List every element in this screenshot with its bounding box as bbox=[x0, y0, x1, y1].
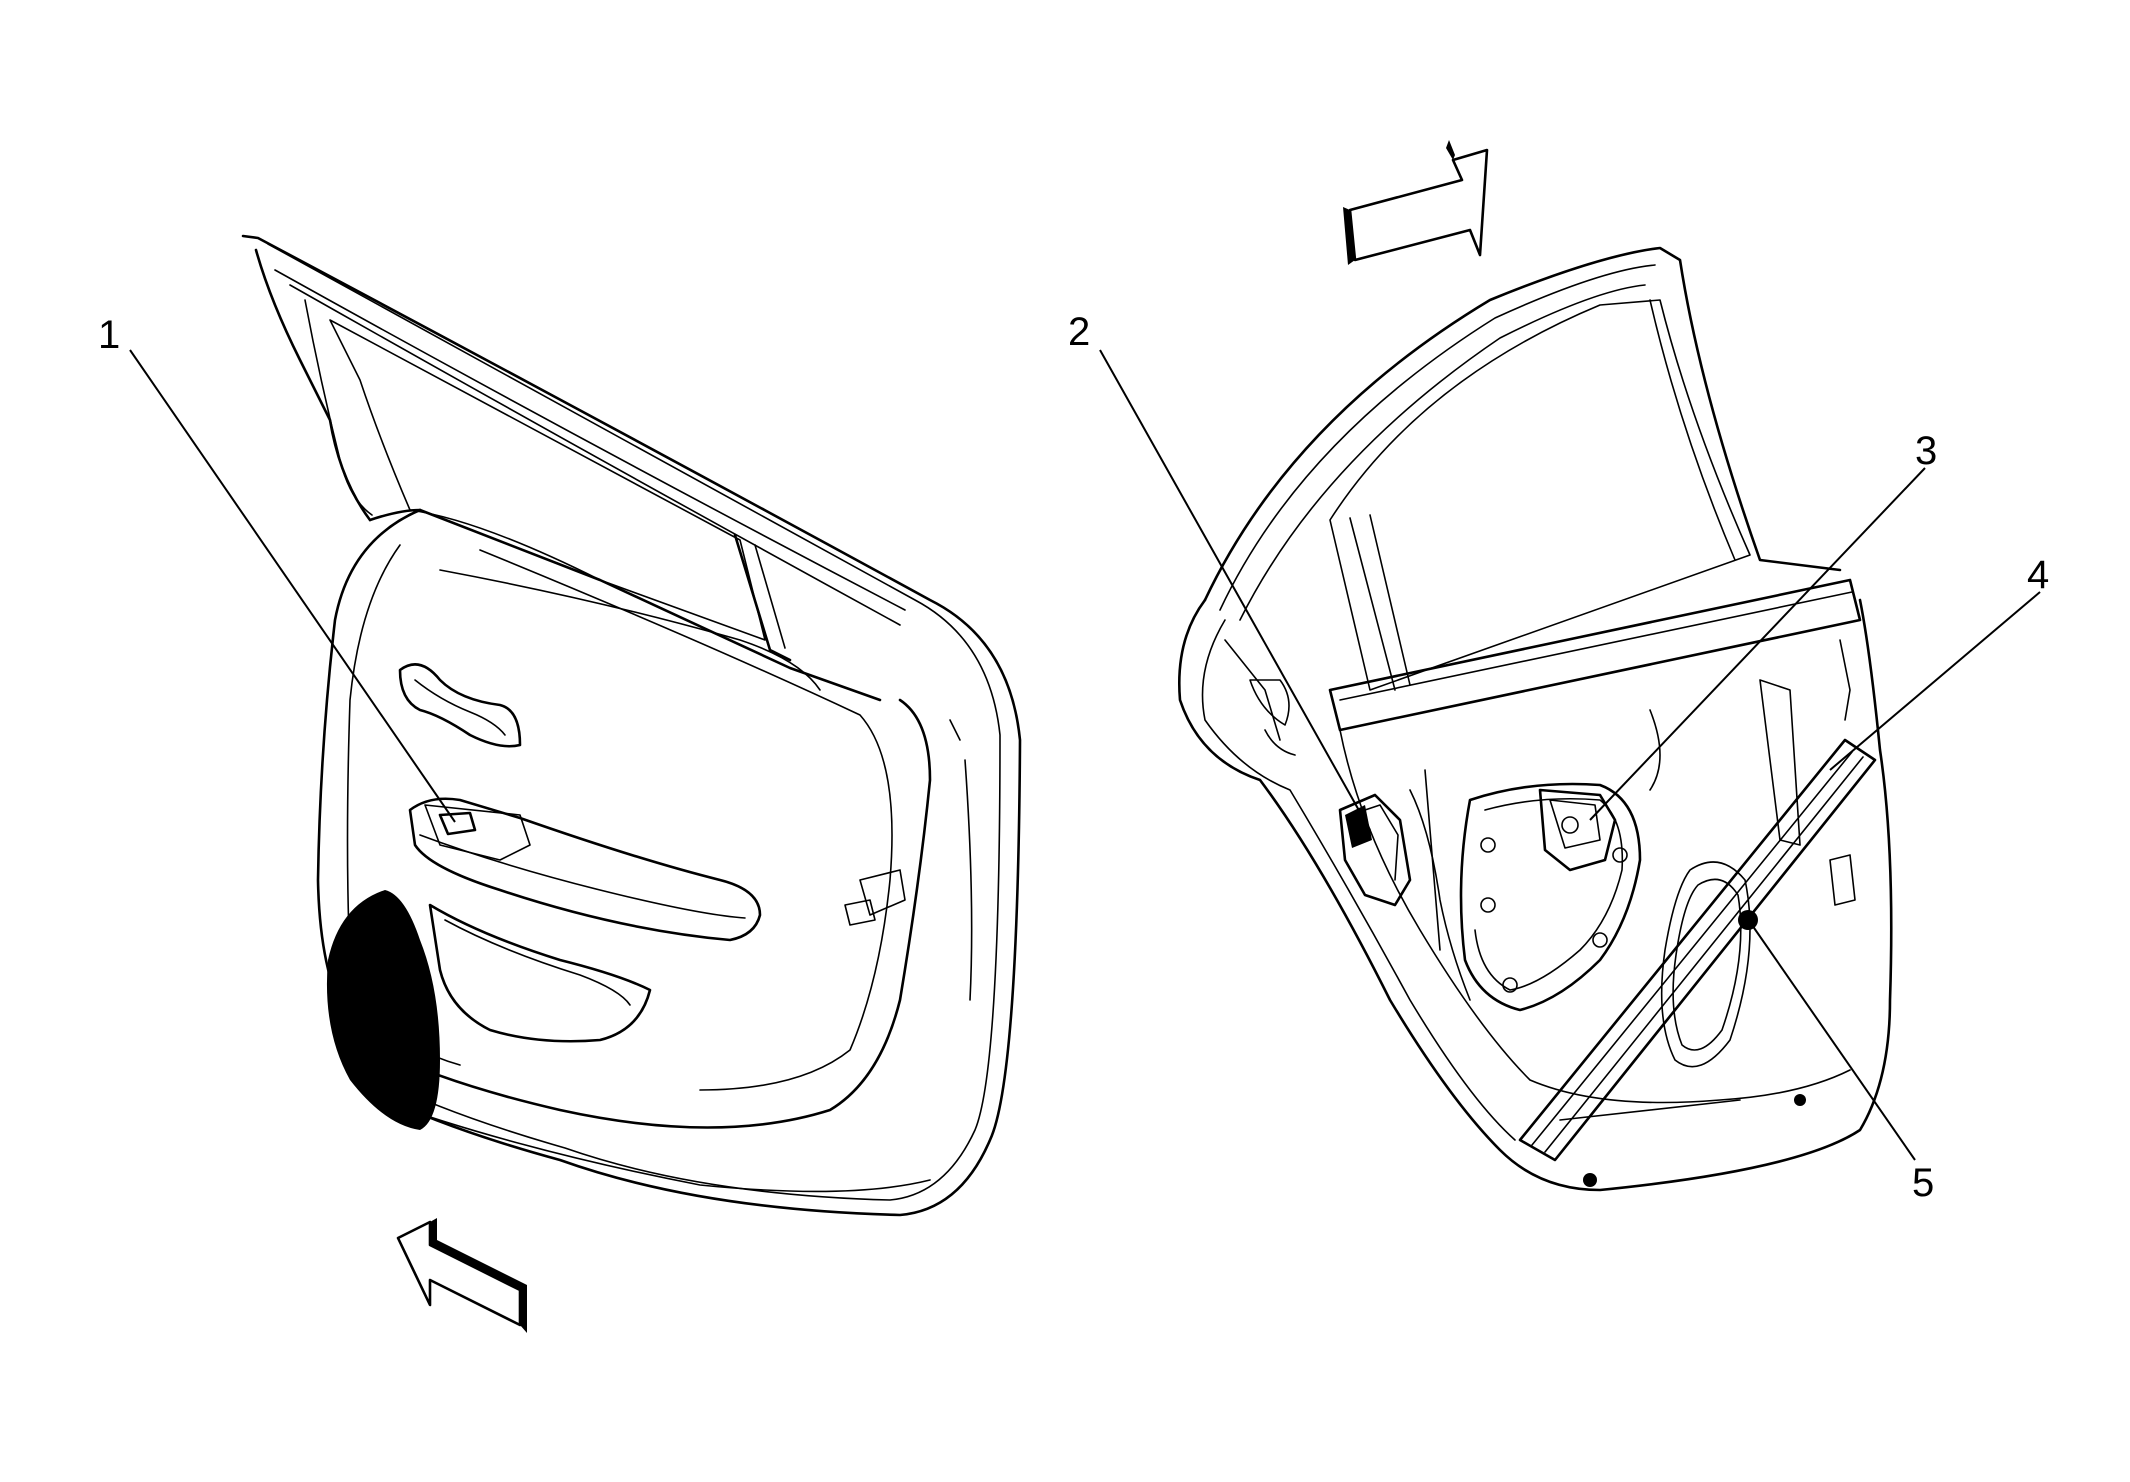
forward-direction-arrow-icon bbox=[396, 1218, 527, 1333]
window-regulator-motor bbox=[1538, 788, 1617, 872]
speaker-grille bbox=[326, 890, 440, 1130]
callout-5: 5 bbox=[1912, 1161, 1934, 1205]
callout-3: 3 bbox=[1915, 429, 1937, 473]
callout-4: 4 bbox=[2027, 553, 2049, 597]
callout-1: 1 bbox=[98, 313, 120, 357]
door-lock-actuator bbox=[1338, 793, 1412, 907]
leader-line-4 bbox=[1829, 591, 2041, 771]
forward-direction-arrow-icon bbox=[1343, 140, 1489, 265]
window-switch bbox=[438, 811, 477, 836]
leader-line-1 bbox=[129, 349, 456, 823]
door-trim-panel bbox=[241, 234, 1022, 1217]
door-inner-structure bbox=[1178, 246, 1893, 1192]
leader-line-5 bbox=[1751, 924, 1916, 1161]
callout-2: 2 bbox=[1068, 310, 1090, 354]
leader-line-3 bbox=[1589, 467, 1926, 821]
leader-line-2 bbox=[1099, 349, 1371, 831]
window-glass-fastener bbox=[1738, 910, 1758, 930]
